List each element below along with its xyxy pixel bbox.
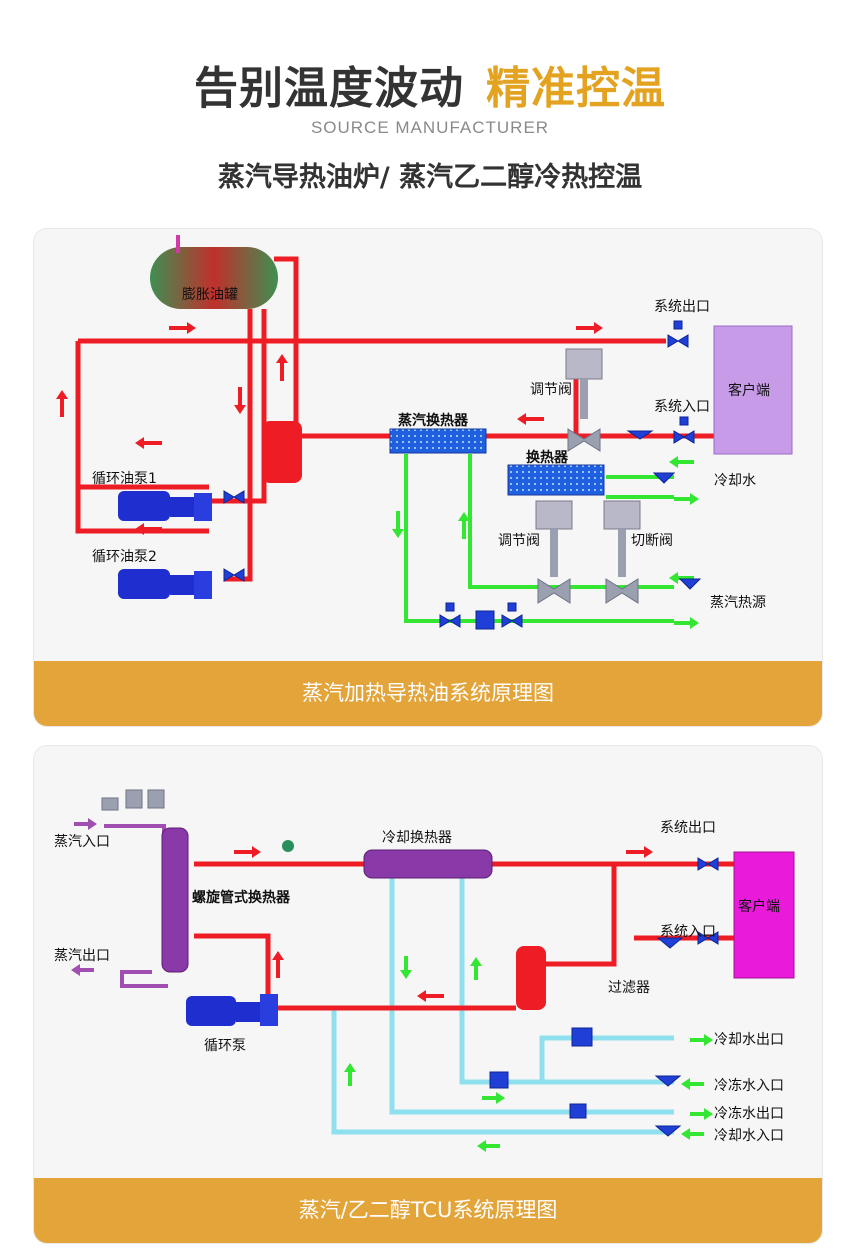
label-system-inlet: 系统入口 (660, 924, 716, 940)
water-flow-arrows (392, 456, 699, 629)
shutoff-valve (603, 500, 641, 604)
label-pump1: 循环油泵1 (92, 471, 157, 487)
expansion-tank: 膨胀油罐 (150, 235, 278, 309)
label-system-outlet: 系统出口 (654, 299, 710, 315)
label-regulating-valve-top: 调节阀 (530, 382, 572, 398)
circulation-pump (186, 994, 278, 1026)
page-title: 告别温度波动精准控温 (0, 52, 860, 116)
label-cooling-water-outlet: 冷却水出口 (714, 1032, 784, 1048)
label-steam-inlet: 蒸汽入口 (54, 834, 110, 850)
steam-control-valves (101, 789, 165, 811)
steam-flow-arrows (71, 818, 97, 976)
regulating-valve-bottom (535, 500, 573, 604)
label-cooling-water-inlet: 冷却水入口 (714, 1128, 784, 1144)
label-filter: 过滤器 (608, 980, 650, 996)
label-cooling-exchanger: 冷却换热器 (382, 829, 452, 846)
cooling-heat-exchanger (363, 849, 493, 879)
label-chilled-water-outlet: 冷冻水出口 (714, 1105, 784, 1122)
label-shutoff-valve: 切断阀 (631, 533, 673, 549)
label-exchanger: 换热器 (526, 449, 569, 466)
label-client: 客户端 (738, 898, 780, 915)
subtitle-english: SOURCE MANUFACTURER (310, 118, 550, 137)
steam-heat-exchanger (389, 428, 487, 454)
spiral-heat-exchanger (161, 827, 189, 973)
oil-vessel (262, 421, 302, 483)
diagram-card-tcu: 螺旋管式换热器 冷却换热器 循环泵 客户端 (33, 745, 823, 1244)
pump-1 (118, 491, 212, 521)
oil-pipes (75, 256, 714, 582)
label-chilled-water-inlet: 冷冻水入口 (714, 1077, 784, 1094)
hero-header: 告别温度波动精准控温 SOURCE MANUFACTURER 蒸汽导热油炉/ 蒸… (0, 0, 860, 210)
oil-flow-arrows (56, 322, 603, 535)
gauge-icon (282, 840, 294, 852)
label-pump2: 循环油泵2 (92, 549, 157, 565)
glycol-vessel (516, 946, 546, 1010)
valves (489, 857, 719, 1137)
title-part-2: 精准控温 (486, 63, 666, 114)
cooling-flow-arrows (344, 956, 713, 1152)
steam-pipes (104, 824, 168, 988)
label-regulating-valve-bottom: 调节阀 (498, 533, 540, 549)
tcu-system-diagram: 螺旋管式换热器 冷却换热器 循环泵 客户端 (54, 789, 795, 1152)
client-box (713, 325, 793, 455)
diagram-caption-tcu: 蒸汽/乙二醇TCU系统原理图 (34, 1178, 822, 1243)
label-steam-source: 蒸汽热源 (710, 595, 766, 611)
oil-system-diagram: 膨胀油罐 蒸汽换热器 换热器 (56, 235, 793, 630)
glycol-pipes (194, 861, 734, 1011)
regulating-valve-top (565, 348, 603, 452)
gate-valves (223, 320, 702, 630)
diagram-card-oil: 膨胀油罐 蒸汽换热器 换热器 (33, 228, 823, 727)
cooling-pipes (331, 876, 674, 1135)
glycol-flow-arrows (234, 846, 653, 1002)
label-expansion-tank: 膨胀油罐 (182, 286, 238, 303)
label-system-outlet: 系统出口 (660, 820, 716, 836)
pump-2 (118, 569, 212, 599)
diagram-caption-oil: 蒸汽加热导热油系统原理图 (34, 661, 822, 726)
label-circulation-pump: 循环泵 (204, 1038, 246, 1054)
label-client: 客户端 (728, 382, 770, 399)
subtitle-chinese: 蒸汽导热油炉/ 蒸汽乙二醇冷热控温 (217, 162, 643, 193)
label-spiral-exchanger: 螺旋管式换热器 (192, 889, 291, 906)
label-steam-exchanger: 蒸汽换热器 (398, 412, 469, 429)
client-box (733, 851, 795, 979)
label-steam-outlet: 蒸汽出口 (54, 948, 110, 964)
label-cooling-water: 冷却水 (714, 473, 756, 489)
title-part-1: 告别温度波动 (194, 63, 464, 114)
heat-exchanger (507, 464, 605, 496)
label-system-inlet: 系统入口 (654, 399, 710, 415)
